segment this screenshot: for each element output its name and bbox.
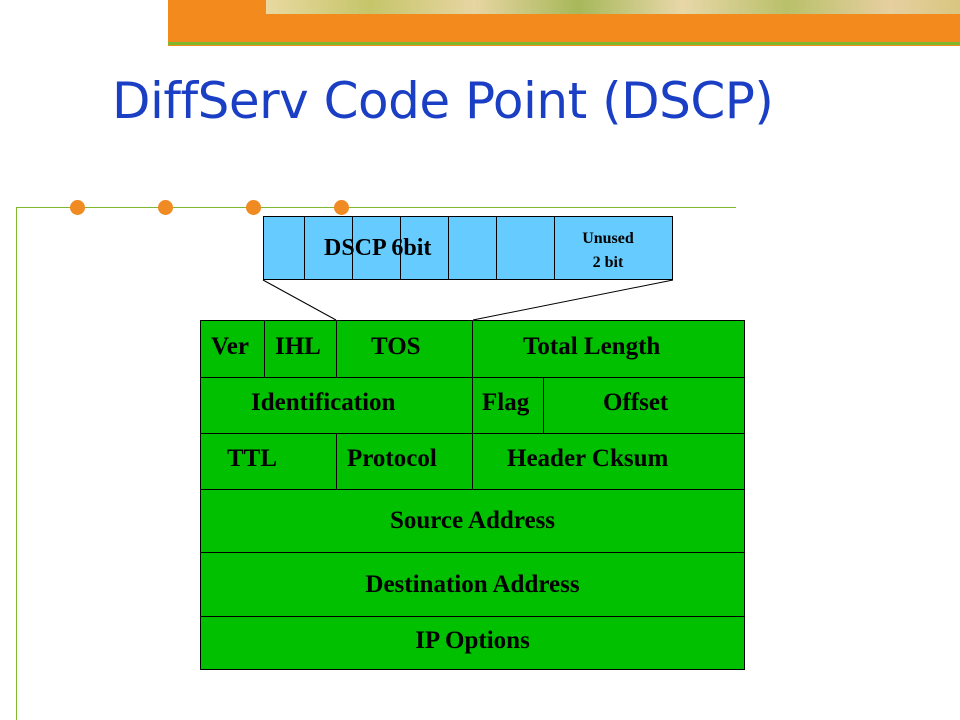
field-divider — [336, 433, 337, 489]
decorative-dot — [70, 200, 85, 215]
field-destination-address: Destination Address — [365, 571, 580, 598]
row-divider — [201, 552, 744, 553]
field-offset: Offset — [603, 389, 669, 416]
bit-divider — [496, 217, 497, 279]
field-divider — [472, 377, 473, 433]
unused-label: Unused 2 bit — [554, 227, 662, 275]
unused-label-line1: Unused — [582, 230, 634, 247]
field-identification: Identification — [251, 389, 396, 416]
unused-label-line2: 2 bit — [592, 254, 624, 271]
field-divider — [472, 321, 473, 377]
field-protocol: Protocol — [347, 445, 437, 472]
top-green-line — [168, 42, 960, 45]
field-header-cksum: Header Cksum — [507, 445, 669, 472]
decorative-dot — [158, 200, 173, 215]
decorative-dot — [334, 200, 349, 215]
field-divider — [264, 321, 265, 377]
row-divider — [201, 489, 744, 490]
field-source-address: Source Address — [389, 507, 556, 534]
ip-header-table: Ver IHL TOS Total Length Identification … — [200, 320, 745, 670]
dscp-label: DSCP 6bit — [324, 235, 432, 261]
field-tos: TOS — [371, 333, 421, 360]
field-ttl: TTL — [227, 445, 278, 472]
field-flag: Flag — [482, 389, 530, 416]
field-total-length: Total Length — [523, 333, 661, 360]
bit-divider — [352, 217, 353, 279]
field-divider — [543, 377, 544, 433]
field-divider — [472, 433, 473, 489]
field-divider — [336, 321, 337, 377]
decorative-vertical-line — [16, 207, 17, 720]
field-ver: Ver — [211, 333, 249, 360]
slide-title: DiffServ Code Point (DSCP) — [112, 72, 774, 130]
bit-divider — [400, 217, 401, 279]
bit-divider — [554, 217, 555, 279]
connector-line-right — [472, 279, 674, 321]
row-divider — [201, 616, 744, 617]
top-texture-strip — [266, 0, 960, 14]
decorative-dot — [246, 200, 261, 215]
connector-line-left — [262, 279, 337, 321]
field-ip-options: IP Options — [415, 627, 530, 654]
decorative-horizontal-line — [16, 207, 736, 208]
bit-divider — [448, 217, 449, 279]
dscp-byte-box: DSCP 6bit Unused 2 bit — [263, 216, 673, 280]
bit-divider — [304, 217, 305, 279]
field-ihl: IHL — [275, 333, 321, 360]
